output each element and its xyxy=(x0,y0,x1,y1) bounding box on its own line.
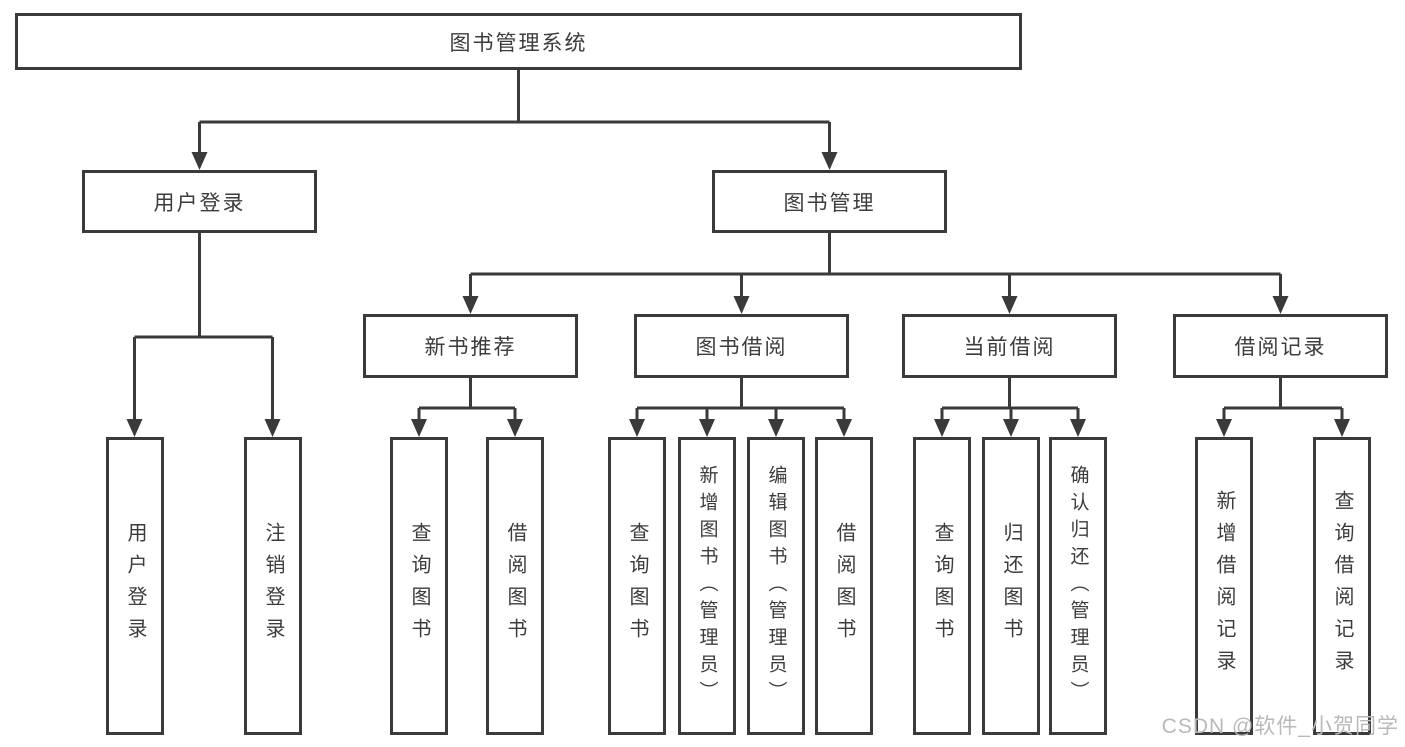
node-borrow-records: 借阅记录 xyxy=(1173,314,1388,378)
leaf-query-borrow-record-label: 查询借阅记录 xyxy=(1331,490,1353,682)
leaf-edit-book-admin: 编辑图书（管理员） xyxy=(747,437,805,735)
leaf-return-book: 归还图书 xyxy=(982,437,1040,735)
leaf-add-book-admin: 新增图书（管理员） xyxy=(678,437,736,735)
leaf-logout-label: 注销登录 xyxy=(262,522,284,650)
tree-connector-path xyxy=(133,70,1344,422)
leaf-user-login: 用户登录 xyxy=(106,437,164,735)
leaf-add-borrow-record: 新增借阅记录 xyxy=(1195,437,1253,735)
node-current-borrow-label: 当前借阅 xyxy=(963,336,1056,359)
leaf-user-login-label: 用户登录 xyxy=(124,522,146,650)
node-current-borrow: 当前借阅 xyxy=(902,314,1117,378)
node-new-book-recommend-label: 新书推荐 xyxy=(424,336,517,359)
node-root: 图书管理系统 xyxy=(15,13,1022,70)
leaf-confirm-return-admin: 确认归还（管理员） xyxy=(1049,437,1107,735)
leaf-add-borrow-record-label: 新增借阅记录 xyxy=(1213,490,1235,682)
node-user-login: 用户登录 xyxy=(82,170,317,233)
leaf-borrow-books-recommend: 借阅图书 xyxy=(486,437,544,735)
leaf-borrow-books-label: 借阅图书 xyxy=(833,522,855,650)
node-book-borrow: 图书借阅 xyxy=(634,314,849,378)
leaf-query-books-recommend: 查询图书 xyxy=(390,437,448,735)
leaf-query-books-borrow-label: 查询图书 xyxy=(626,522,648,650)
leaf-borrow-books: 借阅图书 xyxy=(815,437,873,735)
leaf-borrow-books-recommend-label: 借阅图书 xyxy=(504,522,526,650)
csdn-watermark: CSDN @软件_小贺同学 xyxy=(1161,715,1399,738)
node-book-borrow-label: 图书借阅 xyxy=(695,336,788,359)
node-new-book-recommend: 新书推荐 xyxy=(363,314,578,378)
node-user-login-label: 用户登录 xyxy=(153,191,246,215)
node-book-management: 图书管理 xyxy=(712,170,947,233)
leaf-query-books-borrow: 查询图书 xyxy=(608,437,666,735)
leaf-logout: 注销登录 xyxy=(244,437,302,735)
node-borrow-records-label: 借阅记录 xyxy=(1234,336,1327,359)
node-root-label: 图书管理系统 xyxy=(449,31,588,55)
leaf-query-books-current-label: 查询图书 xyxy=(931,522,953,650)
leaf-return-book-label: 归还图书 xyxy=(1000,522,1022,650)
leaf-confirm-return-admin-label: 确认归还（管理员） xyxy=(1067,464,1089,708)
leaf-query-books-current: 查询图书 xyxy=(913,437,971,735)
leaf-edit-book-admin-label: 编辑图书（管理员） xyxy=(765,464,787,708)
leaf-query-books-recommend-label: 查询图书 xyxy=(408,522,430,650)
leaf-add-book-admin-label: 新增图书（管理员） xyxy=(696,464,718,708)
node-book-management-label: 图书管理 xyxy=(783,191,876,215)
leaf-query-borrow-record: 查询借阅记录 xyxy=(1313,437,1371,735)
